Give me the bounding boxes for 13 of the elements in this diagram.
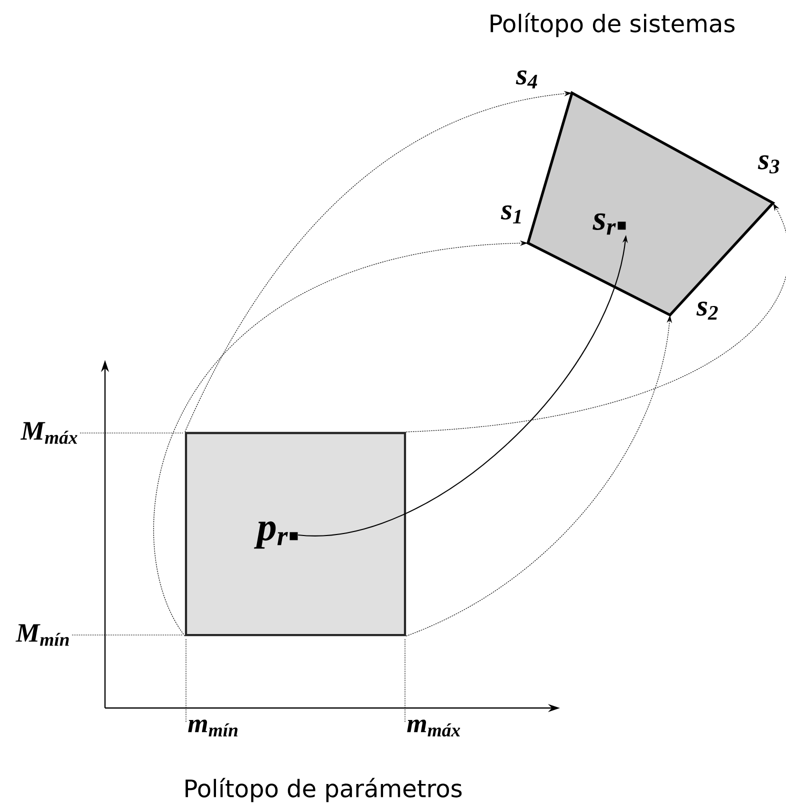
axis-label: m$_{máx}$ [407, 720, 460, 736]
vertex-label: s$_{4}$ [516, 70, 538, 88]
polytope-title: Polítopo de sistemas [490, 12, 735, 38]
point-label: s$_{r}$ [592, 213, 626, 235]
vertex-label: s$_{2}$ [696, 302, 718, 320]
parameter-square [184, 432, 406, 636]
vertex-label: s$_{3}$ [758, 155, 780, 174]
vertex-label: s$_{1}$ [500, 205, 521, 224]
axis-label: M$_{mín}$ [16, 624, 69, 646]
axis-label: M$_{máx}$ [20, 422, 78, 444]
point-label: p$_{r}$ [254, 521, 298, 549]
axis-label: m$_{mín}$ [188, 720, 238, 736]
polytope-title: Polítopo de parámetros [186, 778, 462, 802]
